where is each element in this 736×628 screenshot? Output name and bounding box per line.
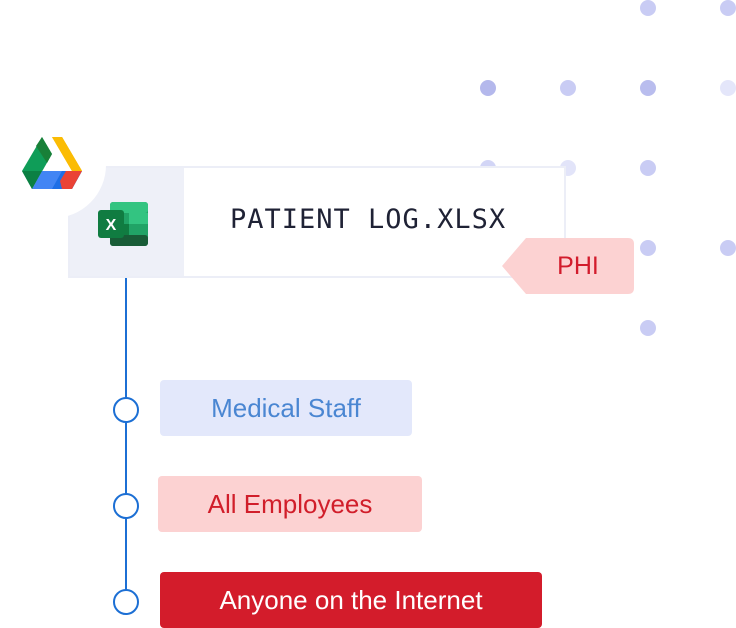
decor-dot: [640, 160, 656, 176]
decor-dot: [640, 320, 656, 336]
file-name: PATIENT LOG.XLSX: [230, 204, 507, 235]
timeline-node: [113, 589, 139, 615]
sharing-level-anyone-on-internet[interactable]: Anyone on the Internet: [160, 572, 542, 628]
svg-text:X: X: [106, 217, 117, 234]
decor-dot: [480, 80, 496, 96]
phi-label: PHI: [557, 252, 599, 280]
timeline-node: [113, 493, 139, 519]
file-card[interactable]: X PATIENT LOG.XLSX: [68, 166, 566, 278]
drive-badge: [0, 112, 106, 218]
sharing-level-medical-staff[interactable]: Medical Staff: [160, 380, 412, 436]
decor-dot: [720, 0, 736, 16]
sharing-level-all-employees[interactable]: All Employees: [158, 476, 422, 532]
google-drive-icon: [22, 137, 82, 189]
decor-dot: [640, 0, 656, 16]
excel-icon: X: [98, 202, 148, 246]
phi-tag: [502, 238, 634, 294]
decor-dot: [560, 80, 576, 96]
decor-dot: [640, 240, 656, 256]
decor-dot: [640, 80, 656, 96]
timeline-node: [113, 397, 139, 423]
decor-dot: [720, 80, 736, 96]
timeline-line: [125, 278, 127, 600]
decor-dot: [720, 240, 736, 256]
